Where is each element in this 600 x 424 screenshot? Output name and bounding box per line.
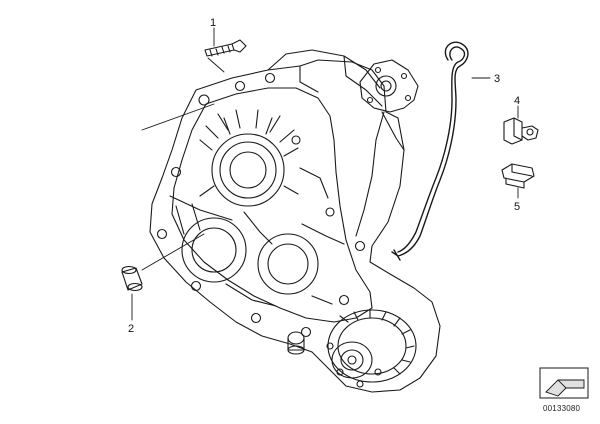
callout-label-2: 2 xyxy=(128,323,134,335)
vent-hose-part xyxy=(391,41,469,261)
front-output-flange xyxy=(326,309,417,388)
bolt-axis-line xyxy=(207,57,225,73)
bracket-clip-part xyxy=(501,163,535,189)
sleeve-part xyxy=(121,265,143,292)
flange-stud xyxy=(287,331,305,355)
rear-output-flange xyxy=(359,59,419,151)
callout-label-4: 4 xyxy=(514,95,520,107)
clip-part xyxy=(503,117,539,145)
callout-label-3: 3 xyxy=(494,73,500,85)
reference-box: 00133080 xyxy=(539,367,589,413)
bolt-part xyxy=(204,39,247,57)
reference-number: 00133080 xyxy=(543,404,581,413)
callout-label-5: 5 xyxy=(514,201,520,213)
arrow-tab-icon xyxy=(545,379,585,397)
callout-label-1: 1 xyxy=(210,17,216,29)
transfer-case-housing xyxy=(149,49,441,393)
housing-leader-line xyxy=(141,103,215,131)
sleeve-axis-line xyxy=(141,233,205,271)
